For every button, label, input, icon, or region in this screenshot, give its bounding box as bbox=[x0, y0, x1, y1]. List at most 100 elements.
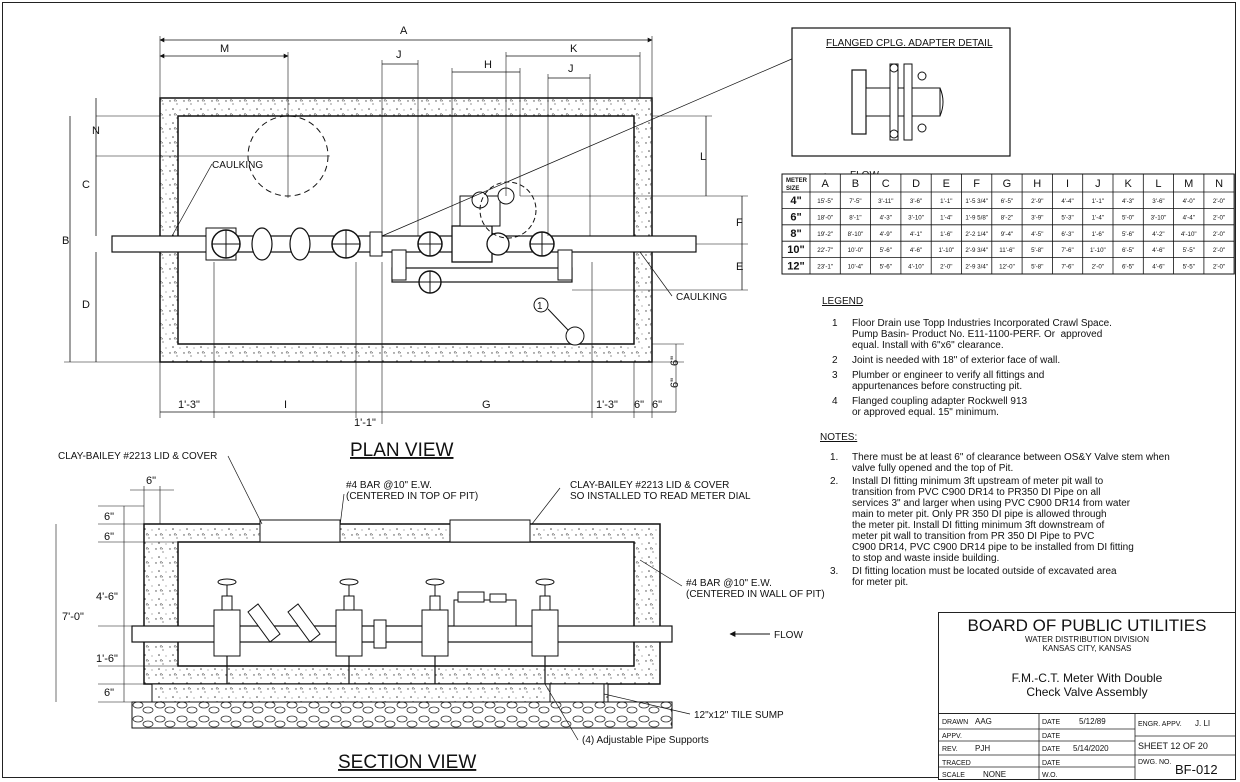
table-cell: 2'-0" bbox=[1213, 214, 1225, 221]
table-cell: 5'-0" bbox=[1122, 214, 1134, 221]
table-cell: 4'-9" bbox=[880, 231, 892, 238]
table-cell: 1'-6" bbox=[1092, 231, 1104, 238]
dim-N: N bbox=[92, 125, 100, 137]
table-cell: 2'-9 3/4" bbox=[965, 264, 988, 271]
table-row-size: 6" bbox=[790, 211, 801, 223]
table-cell: 10'-4" bbox=[848, 264, 864, 271]
sec-dim-2: 6" bbox=[104, 531, 114, 543]
dim-mid: 1'-1" bbox=[354, 417, 376, 429]
table-cell: 4'-6" bbox=[1152, 247, 1164, 254]
table-cell: 3'-6" bbox=[910, 198, 922, 205]
list-item-text: Joint is needed with 18" of exterior fac… bbox=[852, 355, 1061, 366]
date-label-1: DATE bbox=[1042, 719, 1061, 726]
tile-sump-label: 12"x12" TILE SUMP bbox=[694, 710, 784, 721]
list-item-text: DI fitting location must be located outs… bbox=[852, 566, 1117, 588]
table-column-header: I bbox=[1066, 178, 1069, 190]
table-cell: 2'-0" bbox=[1213, 247, 1225, 254]
list-item-number: 1. bbox=[830, 452, 839, 463]
dim-F: F bbox=[736, 217, 743, 229]
lid-opening-left bbox=[259, 519, 341, 543]
callout-number: 1 bbox=[537, 301, 543, 312]
table-corner-label: METER bbox=[786, 178, 808, 184]
dim-bottom-b: 1'-3" bbox=[596, 399, 618, 411]
table-cell: 4'-4" bbox=[1061, 198, 1073, 205]
table-row-size: 12" bbox=[787, 261, 804, 273]
drawing-title: F.M.-C.T. Meter With Double Check Valve … bbox=[1011, 671, 1163, 699]
list-item-text: Install DI fitting minimum 3ft upstream … bbox=[852, 476, 1134, 564]
table-cell: 1'-5 3/4" bbox=[965, 198, 988, 205]
plan-view: 1 A M J H K J bbox=[62, 25, 795, 461]
section-pipe bbox=[131, 625, 673, 643]
section-strainer bbox=[247, 603, 321, 643]
list-item-number: 4 bbox=[832, 396, 838, 407]
pipe-supports bbox=[226, 656, 546, 684]
wo-label: W.O. bbox=[1042, 772, 1058, 779]
table-cell: 2'-0" bbox=[1092, 264, 1104, 271]
table-cell: 5'-6" bbox=[1122, 231, 1134, 238]
section-valve-4 bbox=[531, 578, 559, 657]
table-cell: 12'-0" bbox=[999, 264, 1015, 271]
dim-G: G bbox=[482, 399, 491, 411]
table-cell: 8'-1" bbox=[849, 214, 861, 221]
table-cell: 2'-0" bbox=[1213, 264, 1225, 271]
list-item-number: 2. bbox=[830, 476, 839, 487]
table-row-size: 4" bbox=[790, 195, 801, 207]
table-cell: 2'-9" bbox=[1031, 198, 1043, 205]
table-column-header: J bbox=[1095, 178, 1101, 190]
table-cell: 2'-0" bbox=[1213, 198, 1225, 205]
dim-bottom-d: 6" bbox=[652, 399, 662, 411]
date-value-1: 5/12/89 bbox=[1079, 717, 1106, 726]
plan-gate-valve-1 bbox=[205, 227, 241, 261]
dim-f: 6" bbox=[669, 378, 681, 388]
division-name: WATER DISTRIBUTION DIVISION bbox=[1024, 635, 1149, 644]
table-cell: 1'-10" bbox=[938, 247, 954, 254]
section-flow-label: FLOW bbox=[774, 630, 803, 641]
table-cell: 11'-6" bbox=[999, 247, 1014, 254]
table-cell: 4'-3" bbox=[880, 214, 892, 221]
list-item-text: There must be at least 6" of clearance b… bbox=[852, 452, 1170, 474]
table-cell: 6'-5" bbox=[1122, 247, 1134, 254]
table-cell: 1'-4" bbox=[1092, 214, 1104, 221]
traced-label: TRACED bbox=[942, 760, 971, 767]
table-cell: 3'-6" bbox=[1152, 198, 1164, 205]
table-cell: 22'-7" bbox=[817, 247, 833, 254]
table-column-header: K bbox=[1124, 178, 1132, 190]
table-cell: 5'-5" bbox=[1183, 247, 1195, 254]
engr-label: ENGR. APPV. bbox=[1138, 721, 1182, 728]
callout-bubble bbox=[533, 297, 549, 313]
plan-bypass-valve bbox=[418, 270, 442, 294]
table-cell: 6'-5" bbox=[1122, 264, 1134, 271]
dwg-label: DWG. NO. bbox=[1138, 759, 1172, 766]
list-item-number: 3 bbox=[832, 370, 838, 381]
sec-dim-total: 7'-0" bbox=[62, 611, 84, 623]
table-cell: 1'-10" bbox=[1090, 247, 1106, 254]
plan-gate-valve-4 bbox=[529, 231, 555, 257]
table-cell: 5'-5" bbox=[1183, 264, 1195, 271]
drawn-value: AAG bbox=[975, 717, 992, 726]
table-cell: 18'-0" bbox=[817, 214, 833, 221]
dim-L: L bbox=[700, 151, 706, 163]
table-column-header: D bbox=[912, 178, 920, 190]
table-cell: 4'-5" bbox=[1031, 231, 1043, 238]
rev-value: PJH bbox=[975, 744, 991, 753]
table-cell: 19'-2" bbox=[817, 231, 833, 238]
list-item-text: Floor Drain use Topp Industries Incorpor… bbox=[852, 318, 1112, 351]
dim-B: B bbox=[62, 235, 69, 247]
table-column-header: B bbox=[852, 178, 859, 190]
pipe-supports-label: (4) Adjustable Pipe Supports bbox=[582, 735, 709, 746]
sec-dim-top6: 6" bbox=[146, 475, 156, 487]
tile-sump bbox=[549, 683, 605, 703]
table-column-header: E bbox=[943, 178, 950, 190]
table-cell: 4'-1" bbox=[910, 231, 922, 238]
caulking-label-right: CAULKING bbox=[676, 292, 727, 303]
table-cell: 1'-1" bbox=[1092, 198, 1104, 205]
sheet-number: SHEET 12 OF 20 bbox=[1138, 741, 1208, 751]
section-valve-1 bbox=[213, 578, 241, 657]
section-valve-3 bbox=[421, 578, 449, 657]
plan-gate-valve-3 bbox=[417, 231, 443, 257]
legend-title: LEGEND bbox=[822, 296, 864, 307]
date-value-2: 5/14/2020 bbox=[1073, 744, 1109, 753]
